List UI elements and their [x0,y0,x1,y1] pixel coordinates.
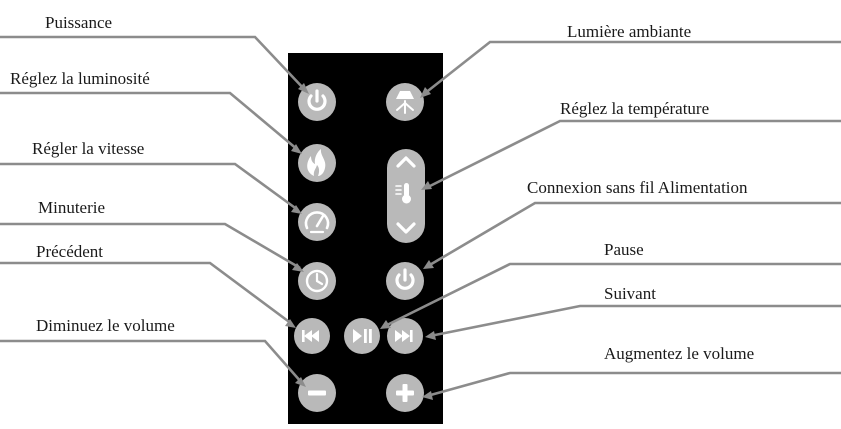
label-luminosite: Réglez la luminosité [10,69,150,88]
next-button[interactable] [387,318,423,354]
ambient-light-button[interactable] [386,83,424,121]
next-track-icon [395,330,413,342]
volume-down-button[interactable] [298,374,336,412]
label-augmentez: Augmentez le volume [604,344,754,363]
plus-icon [396,384,414,402]
label-pause: Pause [604,240,644,259]
play-pause-icon [353,329,372,343]
play-pause-button[interactable] [344,318,380,354]
previous-track-icon [302,330,319,342]
temperature-down-button[interactable] [396,222,416,234]
speedometer-icon [304,211,330,234]
thermometer-icon [395,183,411,204]
label-precedent: Précédent [36,242,103,261]
volume-up-button[interactable] [386,374,424,412]
brightness-button[interactable] [298,144,336,182]
timer-button[interactable] [298,262,336,300]
callout-lines-right [380,40,841,400]
label-suivant: Suivant [604,284,656,303]
clock-icon [305,269,329,293]
power-icon [395,268,415,290]
label-temperature: Réglez la température [560,99,709,118]
callout-lines-left [0,35,309,387]
wireless-power-button[interactable] [386,262,424,300]
temperature-up-button[interactable] [396,156,416,168]
flame-icon [307,149,326,176]
previous-button[interactable] [294,318,330,354]
label-connexion: Connexion sans fil Alimentation [527,178,748,197]
label-puissance: Puissance [45,13,112,32]
label-diminuez: Diminuez le volume [36,316,175,335]
temperature-control[interactable] [387,149,425,243]
label-minuterie: Minuterie [38,198,105,217]
label-lumiere: Lumière ambiante [567,22,691,41]
speed-button[interactable] [298,203,336,241]
ambient-light-icon [396,91,414,114]
power-icon [307,89,327,111]
label-vitesse: Régler la vitesse [32,139,144,158]
minus-icon [308,390,326,396]
